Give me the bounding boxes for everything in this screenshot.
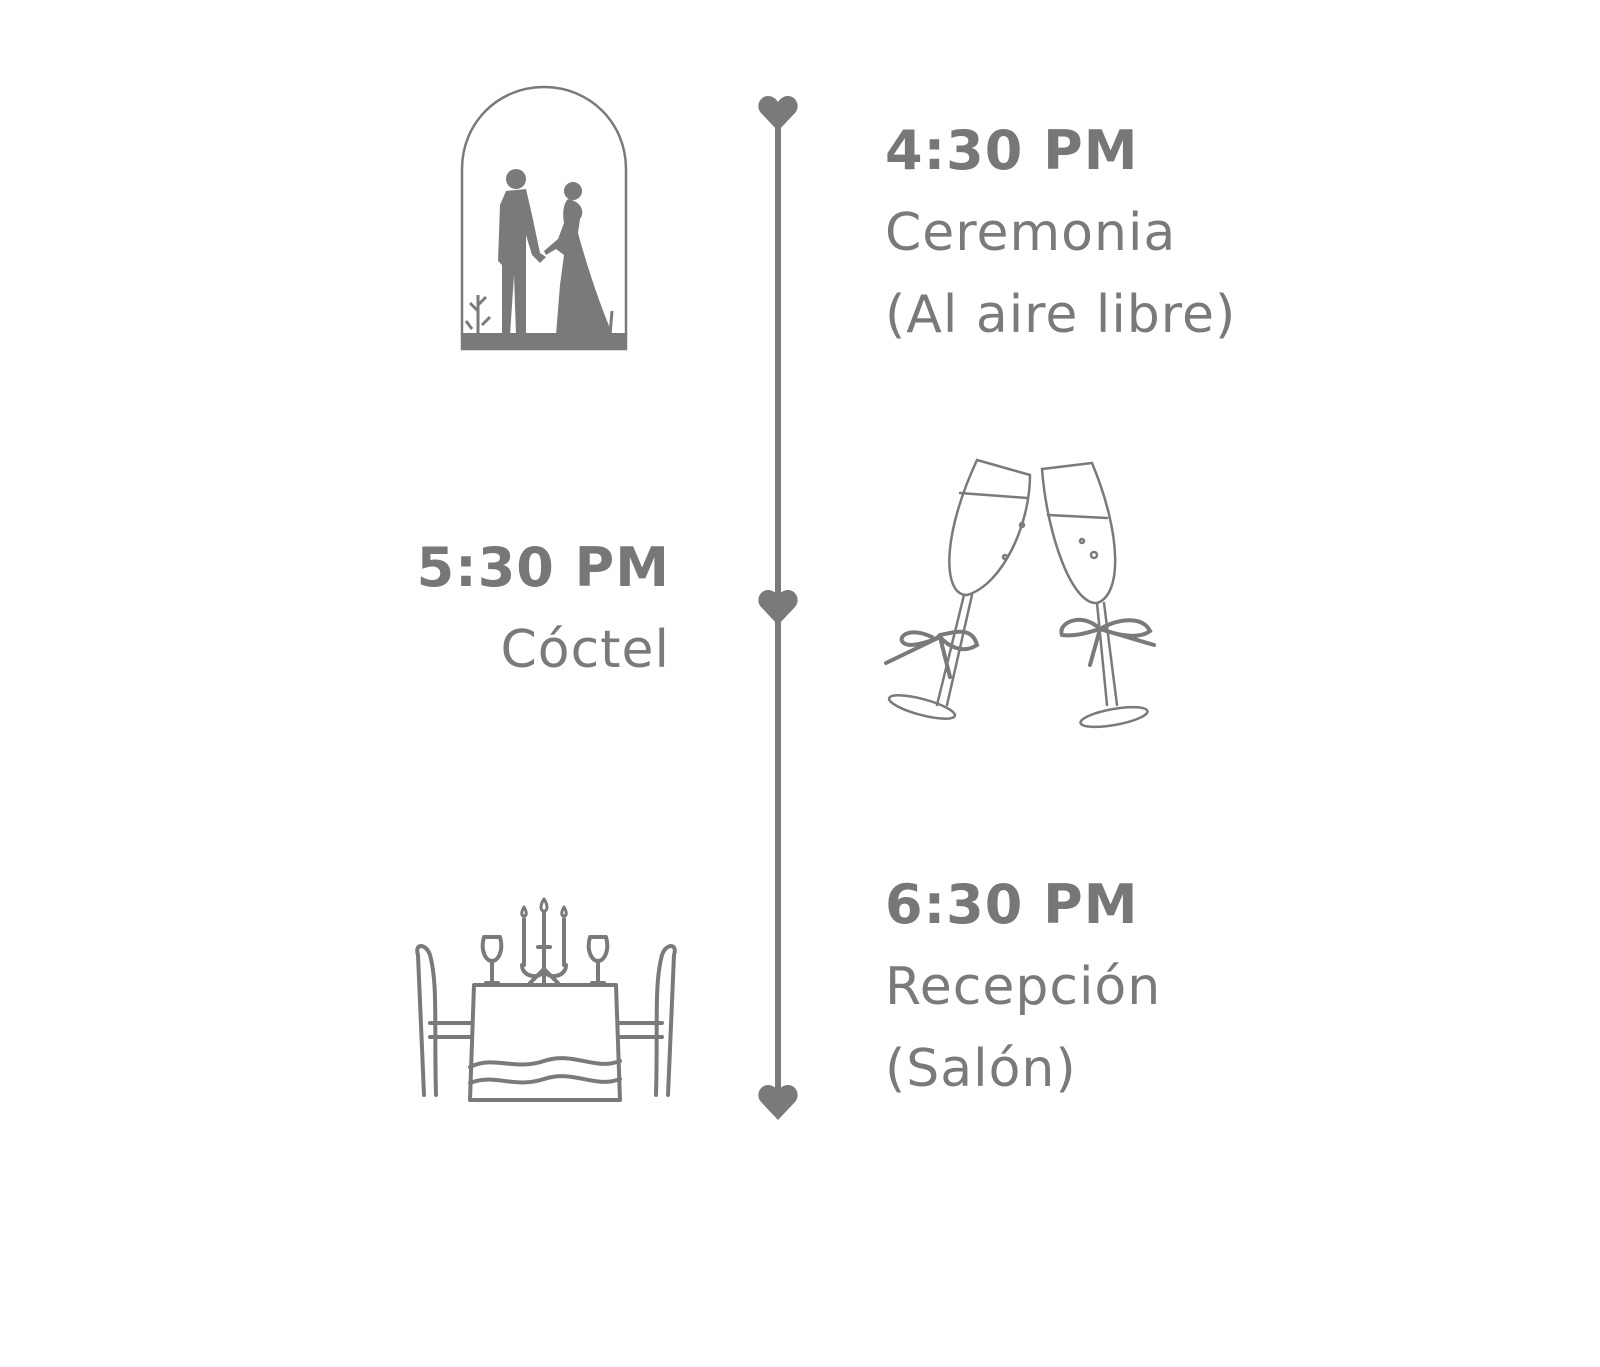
couple-arch-icon [460,85,628,351]
event-time: 6:30 PM [885,873,1139,936]
heart-icon [758,96,798,131]
champagne-toast-icon [884,458,1156,729]
event-time: 5:30 PM [416,536,670,599]
event-subtitle: (Salón) [885,1039,1077,1099]
event-title: Cóctel [500,620,670,680]
event-subtitle: (Al aire libre) [885,285,1237,345]
heart-icon [758,1085,798,1120]
event-title: Recepción [885,957,1162,1017]
event-time: 4:30 PM [885,119,1139,182]
dinner-table-icon [415,897,677,1102]
event-title: Ceremonia [885,203,1177,263]
heart-icon [758,590,798,625]
